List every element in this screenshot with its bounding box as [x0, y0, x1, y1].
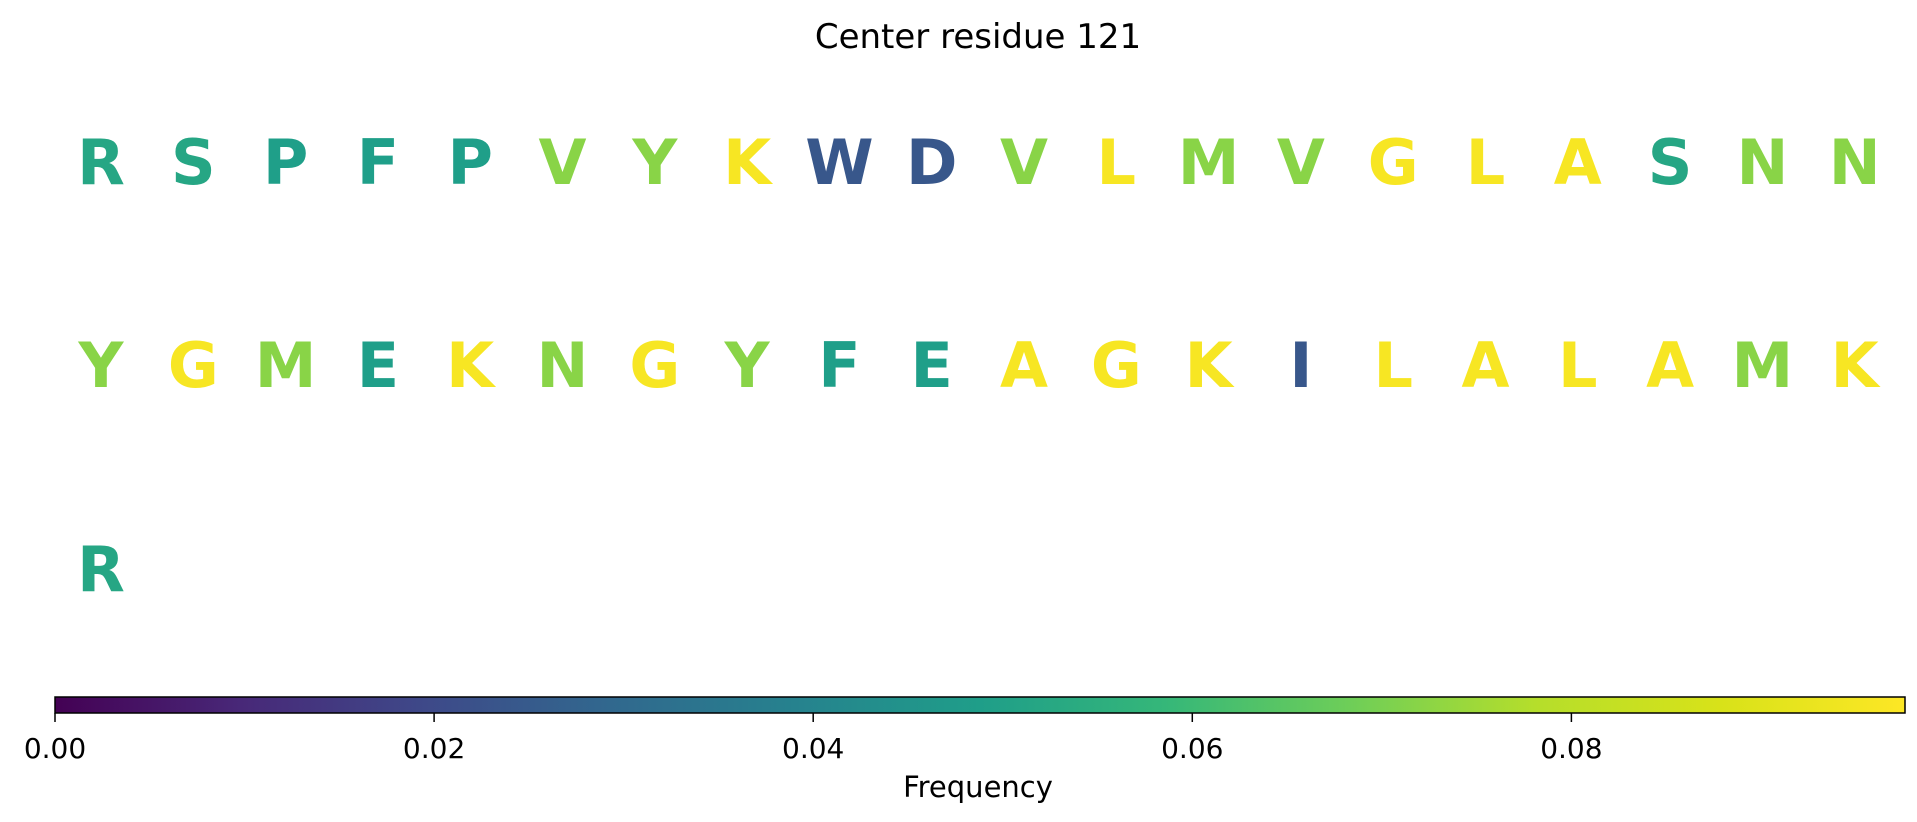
residue-letter: N	[1736, 126, 1788, 199]
residue-letter: K	[1185, 329, 1235, 402]
residue-letter: K	[723, 126, 773, 199]
residue-letter: R	[77, 533, 125, 606]
residue-letter: Y	[78, 329, 125, 402]
residue-letter: L	[1373, 329, 1413, 402]
residue-letter: P	[263, 126, 308, 199]
residue-letter: Y	[724, 329, 771, 402]
colorbar-ticks: 0.00 0.02 0.04 0.06 0.08	[24, 713, 1603, 765]
residue-letter: R	[77, 126, 125, 199]
colorbar-gradient	[54, 696, 1906, 714]
residue-letter: G	[1091, 329, 1142, 402]
residue-letter: P	[447, 126, 492, 199]
residue-letter: K	[1831, 329, 1881, 402]
residue-letter: M	[1178, 126, 1240, 199]
colorbar-tick-label: 0.06	[1161, 732, 1223, 765]
residue-letter: N	[1829, 126, 1881, 199]
residue-letter: N	[537, 329, 589, 402]
residue-letter: A	[1000, 329, 1048, 402]
residue-letter: V	[1000, 126, 1048, 199]
residue-letter: Y	[631, 126, 678, 199]
colorbar-tick-label: 0.04	[782, 732, 844, 765]
residue-letter: G	[629, 329, 680, 402]
residue-letter: L	[1466, 126, 1506, 199]
residue-letter: S	[171, 126, 216, 199]
residue-letter: K	[446, 329, 496, 402]
residue-letter: E	[357, 329, 399, 402]
colorbar-label: Frequency	[903, 770, 1053, 804]
residue-letter: G	[168, 329, 219, 402]
residue-letter: A	[1554, 126, 1602, 199]
residue-letter: L	[1558, 329, 1598, 402]
colorbar-tick-label: 0.08	[1540, 732, 1602, 765]
residue-letter: I	[1289, 329, 1312, 402]
residue-letter: G	[1368, 126, 1419, 199]
colorbar-tick-label: 0.00	[24, 732, 86, 765]
residue-letter: M	[1732, 329, 1794, 402]
residue-letter: E	[911, 329, 953, 402]
residue-letter: L	[1097, 126, 1137, 199]
colorbar: 0.00 0.02 0.04 0.06 0.08 Frequency	[24, 696, 1906, 804]
residue-letter: A	[1646, 329, 1694, 402]
residue-letter: S	[1648, 126, 1693, 199]
residue-letter: V	[1277, 126, 1325, 199]
chart-title: Center residue 121	[815, 17, 1141, 57]
residue-letter: A	[1462, 329, 1510, 402]
residue-letter: V	[539, 126, 587, 199]
residue-letter: D	[906, 126, 957, 199]
residue-letter: M	[255, 329, 317, 402]
colorbar-tick-label: 0.02	[403, 732, 465, 765]
residue-letter: F	[357, 126, 399, 199]
residue-letter: F	[818, 329, 860, 402]
residue-letter: W	[805, 126, 873, 199]
